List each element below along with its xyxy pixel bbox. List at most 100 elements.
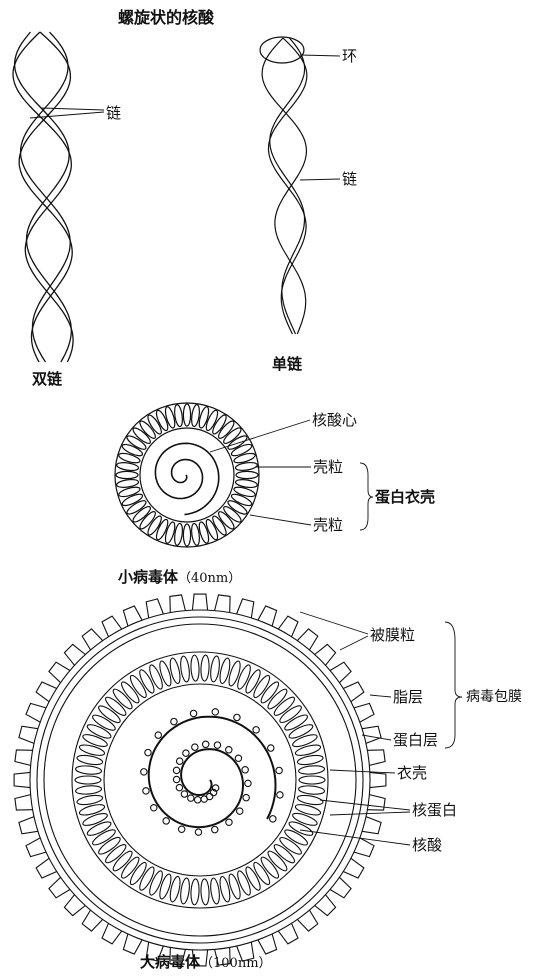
nucleoprotein-bead (173, 776, 179, 782)
single-strand-helix (260, 37, 307, 334)
peplomer-spike (258, 934, 277, 954)
small-virus-particle (115, 403, 259, 547)
label-nucleoprotein: 核蛋白 (412, 803, 457, 818)
nucleoprotein-bead (226, 747, 232, 753)
protein-layer (44, 624, 356, 936)
nucleoprotein-bead (212, 709, 218, 715)
large-capsomere (75, 776, 101, 784)
label-capsomere-top: 壳粒 (313, 460, 343, 475)
nucleoprotein-bead (245, 780, 251, 786)
large-capsomere (218, 657, 232, 684)
peplomer-spike (297, 910, 318, 931)
peplomer-spike (64, 644, 85, 665)
peplomer-spike (278, 616, 298, 637)
nucleoprotein-bead (253, 727, 259, 733)
single-strand-loop (260, 37, 304, 63)
large-capsomere (82, 811, 109, 828)
nucleoprotein-bead (203, 741, 209, 747)
label-chain-double: 链 (106, 106, 121, 121)
envelope-outer (30, 610, 370, 950)
nucleoprotein-bead (192, 744, 198, 750)
label-capsid: 衣壳 (397, 766, 427, 781)
label-capsomere-bottom: 壳粒 (313, 518, 343, 533)
double-strand-caption: 双链 (32, 372, 62, 387)
nucleoprotein-bead (268, 745, 274, 751)
leader-peplomer-b (340, 636, 368, 650)
peplomer-spike (192, 594, 207, 610)
large-capsomere (200, 879, 209, 905)
nucleoprotein-bead (214, 742, 220, 748)
single-strand-caption: 单链 (272, 357, 302, 372)
nucleoprotein-bead (226, 819, 232, 825)
large-capsomere (75, 785, 102, 795)
nucleoprotein-bead (171, 718, 177, 724)
peplomer-spike (102, 923, 122, 944)
nucleoprotein-bead (276, 767, 282, 773)
large-capsomere (75, 765, 102, 775)
nucleoprotein-bead (183, 750, 189, 756)
small-capsomere (183, 524, 190, 546)
capsid-outer (72, 652, 328, 908)
small-capsomere (236, 471, 258, 478)
large-capsomere (158, 873, 174, 900)
label-chain-single: 链 (342, 172, 357, 187)
large-virus-caption-size: （100nm） (200, 956, 272, 971)
large-capsomere (190, 655, 199, 681)
small-virus-caption: 小病毒体（40nm） (118, 570, 241, 585)
peplomer-spike (123, 934, 142, 954)
leader-lines (30, 55, 462, 845)
nucleoprotein-bead (194, 797, 200, 803)
peplomer-spike (49, 662, 70, 683)
nucleoprotein-bead (243, 794, 249, 800)
label-loop: 环 (342, 49, 357, 64)
large-capsomere (190, 879, 199, 905)
peplomer-spike (343, 682, 364, 702)
large-capsomere (209, 878, 220, 905)
leader-chain-a (42, 108, 104, 110)
nucleoprotein-bead (178, 826, 184, 832)
large-capsomere (298, 765, 325, 775)
nucleoprotein-bead (242, 767, 248, 773)
nucleoprotein-bead (143, 788, 149, 794)
nucleoprotein-bead (195, 829, 201, 835)
peplomer-spike (82, 629, 103, 650)
large-capsomere (298, 785, 325, 795)
peplomer-spike (354, 838, 374, 857)
large-capsomere (227, 873, 243, 900)
peplomer-spike (278, 923, 298, 944)
peplomer-spike (26, 703, 46, 722)
peplomer-spike (330, 662, 351, 683)
single-strand-2 (262, 38, 306, 334)
large-capsomere (209, 656, 220, 683)
peplomer-spike (170, 595, 186, 613)
nucleoprotein-bead (190, 710, 196, 716)
peplomer-spike (49, 877, 70, 898)
peplomer-spike (343, 858, 364, 878)
brace-envelope (445, 622, 462, 748)
large-capsomere (299, 776, 325, 784)
nucleoprotein-bead (234, 714, 240, 720)
peplomer-spike (258, 606, 277, 626)
nucleoprotein-bead (151, 805, 157, 811)
label-peplomer: 被膜粒 (370, 628, 415, 643)
large-virus-caption: 大病毒体（100nm） (140, 955, 272, 970)
peplomer-spike (64, 895, 85, 916)
peplomer-spike (36, 858, 57, 878)
nucleoprotein-bead (270, 816, 276, 822)
small-virus-caption-name: 小病毒体 (118, 568, 178, 586)
peplomer-spike (370, 772, 386, 787)
small-virus-caption-size: （40nm） (178, 571, 241, 586)
lipid-layer (37, 617, 363, 943)
small-inner-shell (140, 428, 234, 522)
nucleoprotein-bead (155, 732, 161, 738)
peplomer-spike (14, 772, 30, 787)
nucleoprotein-bead (188, 795, 194, 801)
nucleoprotein-bead (173, 767, 179, 773)
nucleoprotein-bead (176, 784, 182, 790)
leader-nucleoprotein-b (330, 812, 410, 815)
nucleoprotein-bead (201, 796, 207, 802)
peplomer-spike (297, 629, 318, 650)
large-capsomere (82, 732, 109, 749)
label-nucleic-core: 核酸心 (312, 413, 357, 428)
